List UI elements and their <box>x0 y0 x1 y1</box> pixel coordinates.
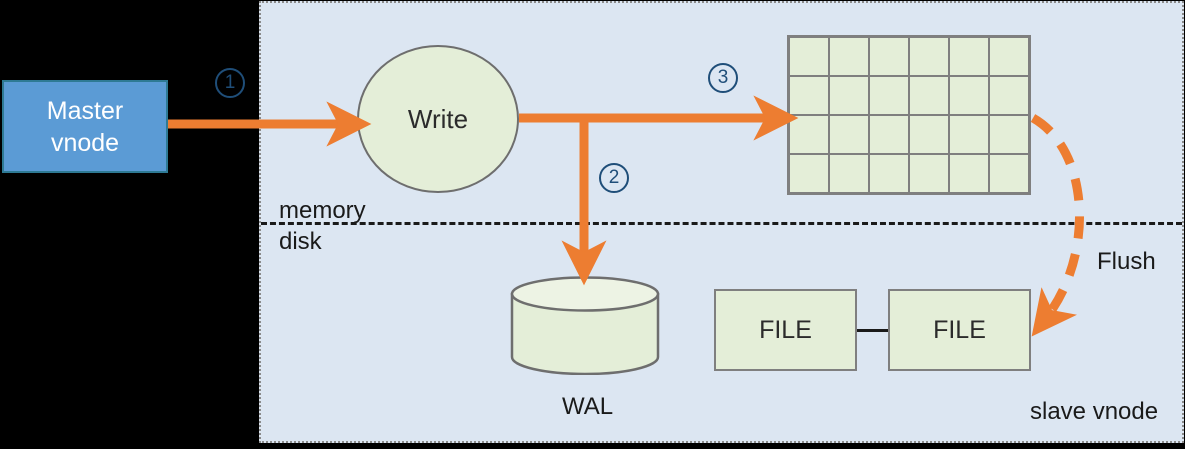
master-vnode-box[interactable]: Master vnode <box>2 80 168 173</box>
memtable-cell <box>910 77 948 114</box>
memtable-cell <box>950 116 988 153</box>
wal-label: WAL <box>562 393 614 420</box>
step-marker-1: 1 <box>215 68 245 98</box>
master-vnode-label-line2: vnode <box>50 128 120 157</box>
memtable-cell <box>990 155 1028 192</box>
memtable-cell <box>830 155 868 192</box>
memtable-cell <box>830 116 868 153</box>
memtable-cell <box>950 155 988 192</box>
slave-vnode-label: slave vnode <box>1030 398 1159 425</box>
master-vnode-label-line1: Master <box>46 96 124 125</box>
memtable-cell <box>910 38 948 75</box>
memtable-cell <box>830 38 868 75</box>
memtable-cell <box>910 116 948 153</box>
memtable-cell <box>950 38 988 75</box>
wal-cylinder[interactable] <box>510 276 660 376</box>
write-node-label: Write <box>407 103 469 134</box>
memtable-cell <box>910 155 948 192</box>
memtable-cell <box>870 116 908 153</box>
disk-tier-label: disk <box>279 228 322 255</box>
flush-edge-label: Flush <box>1097 248 1156 275</box>
file-box-2[interactable]: FILE <box>888 289 1031 371</box>
wal-cylinder-shape <box>510 276 660 376</box>
step-marker-3: 3 <box>708 63 738 93</box>
write-node[interactable]: Write <box>357 45 519 193</box>
file-box-1-label: FILE <box>759 315 812 344</box>
memtable-cell <box>990 116 1028 153</box>
memtable-cell <box>990 38 1028 75</box>
memtable-cell <box>790 116 828 153</box>
memtable-grid <box>787 35 1031 195</box>
memory-disk-divider <box>261 222 1182 225</box>
memory-tier-label: memory <box>279 197 366 224</box>
memtable-cell <box>790 77 828 114</box>
file-box-1[interactable]: FILE <box>714 289 857 371</box>
memtable-cell <box>830 77 868 114</box>
file-connector-line <box>857 329 888 332</box>
memtable-cell <box>790 38 828 75</box>
memtable-cell <box>950 77 988 114</box>
file-box-2-label: FILE <box>933 315 986 344</box>
memtable-cell <box>870 155 908 192</box>
step-marker-2: 2 <box>599 163 629 193</box>
memtable-cell <box>790 155 828 192</box>
memtable-cell <box>870 38 908 75</box>
memtable-cell <box>870 77 908 114</box>
memtable-cell <box>990 77 1028 114</box>
